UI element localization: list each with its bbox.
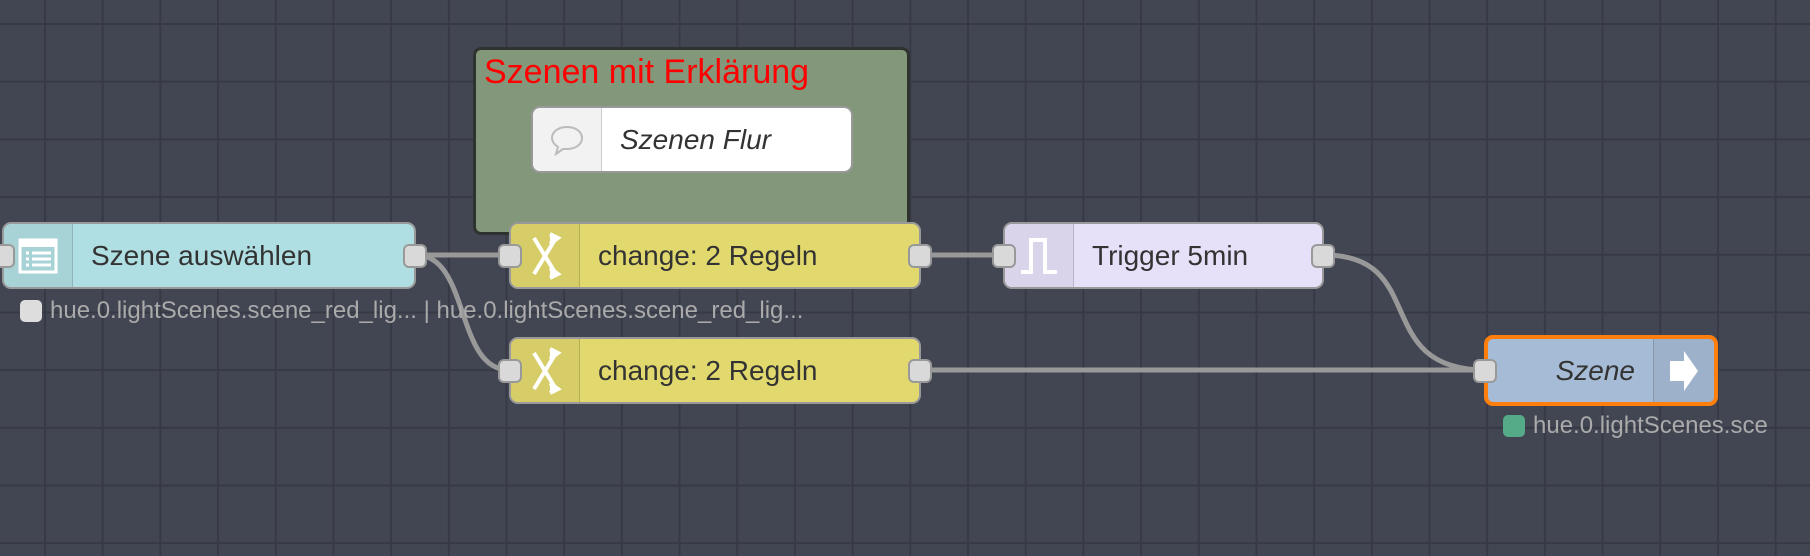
comment-node[interactable]: Szenen Flur <box>531 106 853 173</box>
group-title: Szenen mit Erklärung <box>484 53 810 91</box>
input-port[interactable] <box>0 243 15 268</box>
status-text: hue.0.lightScenes.sce <box>1533 412 1768 439</box>
input-port[interactable] <box>498 243 522 268</box>
shuffle-icon <box>511 339 580 402</box>
pulse-icon <box>1005 224 1074 287</box>
input-port[interactable] <box>1473 358 1497 383</box>
output-port[interactable] <box>1311 243 1335 268</box>
list-icon <box>4 224 73 287</box>
status-text: hue.0.lightScenes.scene_red_lig... | hue… <box>50 297 804 324</box>
comment-icon <box>533 108 602 171</box>
output-status: hue.0.lightScenes.sce <box>1503 412 1768 440</box>
inject-label: Szene auswählen <box>91 239 313 271</box>
output-port[interactable] <box>908 358 932 383</box>
status-dot <box>20 300 42 322</box>
shuffle-icon <box>511 224 580 287</box>
output-port[interactable] <box>908 243 932 268</box>
arrow-right-icon <box>1653 339 1714 402</box>
wire-trigger-output <box>1323 252 1487 373</box>
trigger-node[interactable]: Trigger 5min <box>992 222 1335 289</box>
change-label: change: 2 Regeln <box>598 354 818 386</box>
input-port[interactable] <box>992 243 1016 268</box>
inject-node[interactable]: Szene auswählen <box>0 222 427 289</box>
inject-status: hue.0.lightScenes.scene_red_lig... | hue… <box>20 297 803 325</box>
change-node-1[interactable]: change: 2 Regeln <box>498 222 932 289</box>
change-node-2[interactable]: change: 2 Regeln <box>498 337 932 404</box>
wire-inject-change2 <box>415 252 510 373</box>
output-port[interactable] <box>403 243 427 268</box>
comment-label: Szenen Flur <box>620 123 771 155</box>
output-label: Szene <box>1555 354 1635 386</box>
output-node-szene[interactable]: Szene <box>1473 335 1718 406</box>
input-port[interactable] <box>498 358 522 383</box>
status-dot <box>1503 415 1525 437</box>
trigger-label: Trigger 5min <box>1092 239 1249 271</box>
change-label: change: 2 Regeln <box>598 239 818 271</box>
